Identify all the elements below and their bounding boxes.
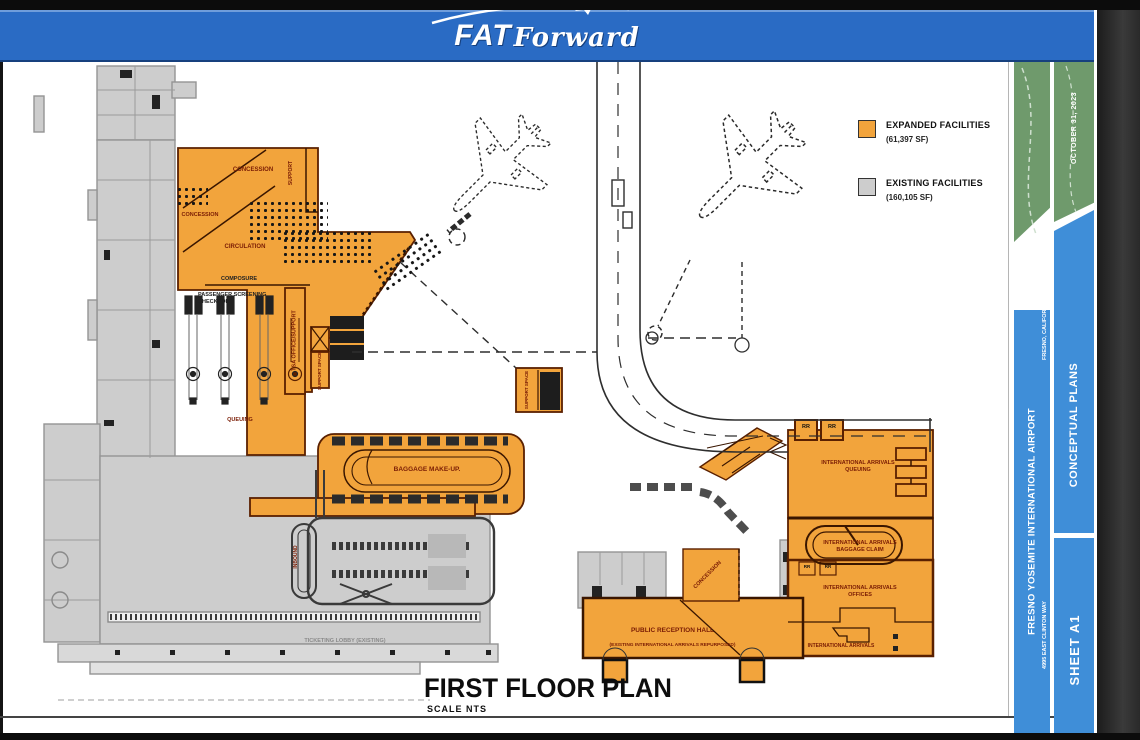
label-concession-1: CONCESSION (232, 167, 274, 173)
legend-expanded-area: (61,397 SF) (886, 135, 929, 144)
legend-existing-swatch (858, 178, 876, 196)
label-intl-offices: INTERNATIONAL ARRIVALS OFFICES (823, 585, 897, 598)
label-circulation: CIRCULATION (224, 244, 266, 250)
legend-expanded-label: EXPANDED FACILITIES (886, 120, 991, 130)
plan-title: FIRST FLOOR PLAN (424, 673, 672, 703)
seating-area (282, 230, 374, 264)
label-concession-2: CONCESSION (181, 212, 219, 218)
page-edge-top (0, 0, 1140, 10)
label-queuing: QUEUING (227, 417, 253, 423)
titleblock-airport-name: FRESNO YOSEMITE INTERNATIONAL AIRPORT (1026, 408, 1038, 635)
plan-scale-note: SCALE NTS (427, 704, 488, 714)
titleblock-airport-city: FRESNO, CALIFORNIA (1042, 300, 1048, 360)
titleblock-conceptual-plans: CONCEPTUAL PLANS (1068, 362, 1080, 488)
label-intl-queuing: INTERNATIONAL ARRIVALS QUEUING (821, 460, 895, 473)
titleblock-green-band-inner (1014, 62, 1050, 242)
label-public-hall: PUBLIC RECEPTION HALL (630, 627, 715, 634)
label-public-hall-sub: (EXISTING INTERNATIONAL ARRIVALS REPURPO… (609, 643, 736, 648)
page-edge-bottom (0, 733, 1140, 740)
expanded-buildings (177, 147, 935, 684)
logo-text-forward: Forward (513, 23, 640, 53)
titleblock-sheet-number: SHEET A1 (1066, 614, 1082, 686)
label-composure: COMPOSURE (220, 276, 258, 282)
label-support-space-1: SUPPORT SPACE (317, 351, 323, 391)
page-edge-right (1097, 0, 1140, 740)
label-baggage-makeup: BAGGAGE MAKE-UP. (393, 466, 461, 473)
label-rr-1: RR (802, 424, 810, 430)
header-banner: FAT Forward (0, 0, 1094, 62)
security-lanes (184, 295, 303, 405)
label-ticketing-lobby: TICKETING LOBBY (EXISTING) (304, 638, 386, 644)
sheet-bottom-rule (0, 716, 1094, 718)
titleblock-divider (1054, 533, 1094, 538)
green-band-decoration (1021, 65, 1077, 235)
label-support-space-2: SUPPORT SPACE (524, 370, 530, 410)
titleblock-blue-outer (1054, 210, 1094, 735)
legend-existing-label: EXISTING FACILITIES (886, 178, 983, 188)
label-rr-4: RR (824, 564, 832, 569)
baggage-system (291, 470, 496, 606)
label-rr-3: RR (803, 564, 811, 569)
fatforward-logo: FAT Forward (431, 0, 640, 53)
legend-existing-area: (160,105 SF) (886, 193, 933, 202)
titleblock-airport-address: 4995 EAST CLINTON WAY (1042, 601, 1048, 669)
label-rr-2: RR (828, 424, 836, 430)
legend-expanded-swatch (858, 120, 876, 138)
titleblock-green-band-outer (1054, 62, 1094, 222)
label-screening-checkpoint: PASSENGER SCREENING CHECKPOINT (198, 292, 267, 305)
label-intl-baggage-claim: INTERNATIONAL ARRIVALS BAGGAGE CLAIM (823, 540, 897, 553)
titleblock-blue-inner (1014, 310, 1050, 734)
legend: EXPANDED FACILITIES (61,397 SF) EXISTING… (858, 120, 1008, 202)
sheet-edge-line (1008, 62, 1009, 716)
aircraft-icons (420, 87, 830, 341)
roadway (596, 62, 932, 453)
label-tsa-office: TSA OFFICE/SUPPORT (291, 310, 298, 371)
logo-text-fat: FAT (454, 19, 512, 52)
seating-area (176, 186, 208, 208)
label-intl-arrivals: INTERNATIONAL ARRIVALS (807, 643, 875, 649)
titleblock-date: OCTOBER 31, 2023 (1070, 91, 1078, 165)
label-inbound: INBOUND (292, 545, 299, 569)
label-support: SUPPORT (287, 160, 294, 186)
